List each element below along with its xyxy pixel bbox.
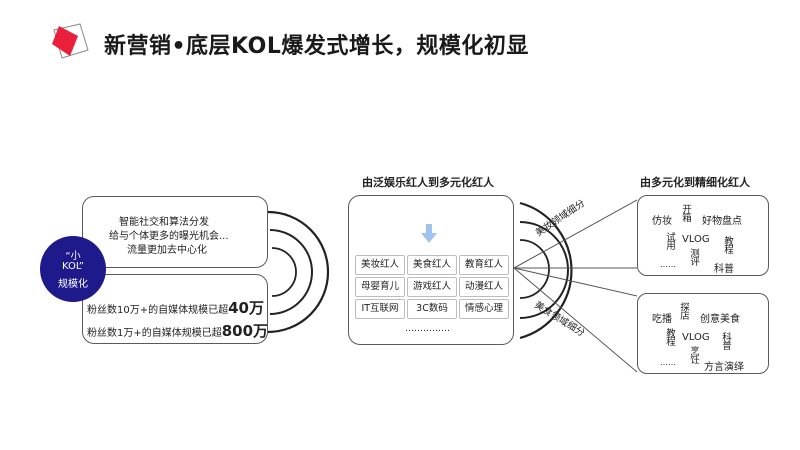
tag-cell: 美妆红人: [355, 255, 405, 275]
circle-line-2: KOL”: [61, 261, 84, 272]
left-top-line-3: 流量更加去中心化: [127, 245, 207, 256]
tag-cell: IT互联网: [355, 299, 405, 319]
tag-cell: 美食红人: [407, 255, 457, 275]
right-bottom-box: 吃播 探店 创意美食 教程 VLOG 科普 …… 烹饪 方言演绎: [637, 293, 769, 374]
stat-1: 粉丝数10万+的自媒体规模已超40万: [87, 297, 264, 318]
stat-2-prefix: 粉丝数1万+的自媒体规模已超: [87, 328, 222, 339]
middle-header: 由泛娱乐红人到多元化红人: [362, 176, 494, 189]
tag-food-2: 探店: [678, 302, 689, 319]
left-top-line-1: 智能社交和算法分发: [119, 217, 209, 228]
tag-food-3: 创意美食: [700, 314, 740, 325]
tag-food-9: 方言演绎: [704, 362, 744, 373]
tag-makeup-8: 科普: [714, 264, 734, 275]
tag-makeup-3: 好物盘点: [702, 216, 742, 227]
stat-1-prefix: 粉丝数10万+的自媒体规模已超: [87, 305, 229, 316]
tag-makeup-4: 试用: [664, 232, 675, 249]
tag-makeup-2: 开箱: [680, 204, 691, 221]
tag-food-8: 烹饪: [688, 346, 699, 363]
tag-cell: 母婴育儿: [355, 277, 405, 297]
tag-cell: 游戏红人: [407, 277, 457, 297]
down-arrow-icon: [421, 224, 437, 243]
left-top-box: 智能社交和算法分发 给与个体更多的曝光机会... 流量更加去中心化: [82, 196, 268, 268]
tag-food-4: 教程: [664, 328, 675, 345]
tag-makeup-1: 仿妆: [652, 216, 672, 227]
stat-2-value: 800万: [221, 322, 269, 340]
tag-food-7: ……: [660, 358, 676, 367]
left-bottom-box: 粉丝数10万+的自媒体规模已超40万 粉丝数1万+的自媒体规模已超800万: [82, 274, 268, 344]
small-kol-circle: “小 KOL” 规模化: [40, 236, 106, 302]
tag-makeup-9: ……: [660, 260, 676, 269]
tag-food-1: 吃播: [652, 314, 672, 325]
more-ellipsis: ……………: [405, 324, 450, 334]
stat-1-value: 40万: [228, 299, 264, 317]
page-title: 新营销•底层KOL爆发式增长，规模化初显: [104, 34, 529, 59]
tag-food-5: VLOG: [682, 332, 710, 343]
right-header: 由多元化到精细化红人: [640, 176, 750, 189]
right-top-box: 仿妆 开箱 好物盘点 试用 VLOG 教程 测评 科普 ……: [637, 195, 769, 276]
circle-line-1: “小: [65, 251, 81, 262]
middle-box: 美妆红人 美食红人 教育红人 母婴育儿 游戏红人 动漫红人 IT互联网 3C数码…: [348, 195, 514, 345]
tag-cell: 教育红人: [459, 255, 509, 275]
logo-icon: [52, 23, 89, 59]
tag-cell: 情感心理: [459, 299, 509, 319]
left-top-line-2: 给与个体更多的曝光机会...: [109, 231, 229, 242]
circle-line-3: 规模化: [58, 279, 88, 290]
tag-makeup-6: 教程: [722, 236, 733, 253]
tag-food-6: 科普: [720, 332, 731, 349]
tag-makeup-5: VLOG: [682, 234, 710, 245]
tag-cell: 3C数码: [407, 299, 457, 319]
tag-makeup-7: 测评: [688, 248, 699, 265]
stat-2: 粉丝数1万+的自媒体规模已超800万: [87, 320, 268, 341]
tag-cell: 动漫红人: [459, 277, 509, 297]
